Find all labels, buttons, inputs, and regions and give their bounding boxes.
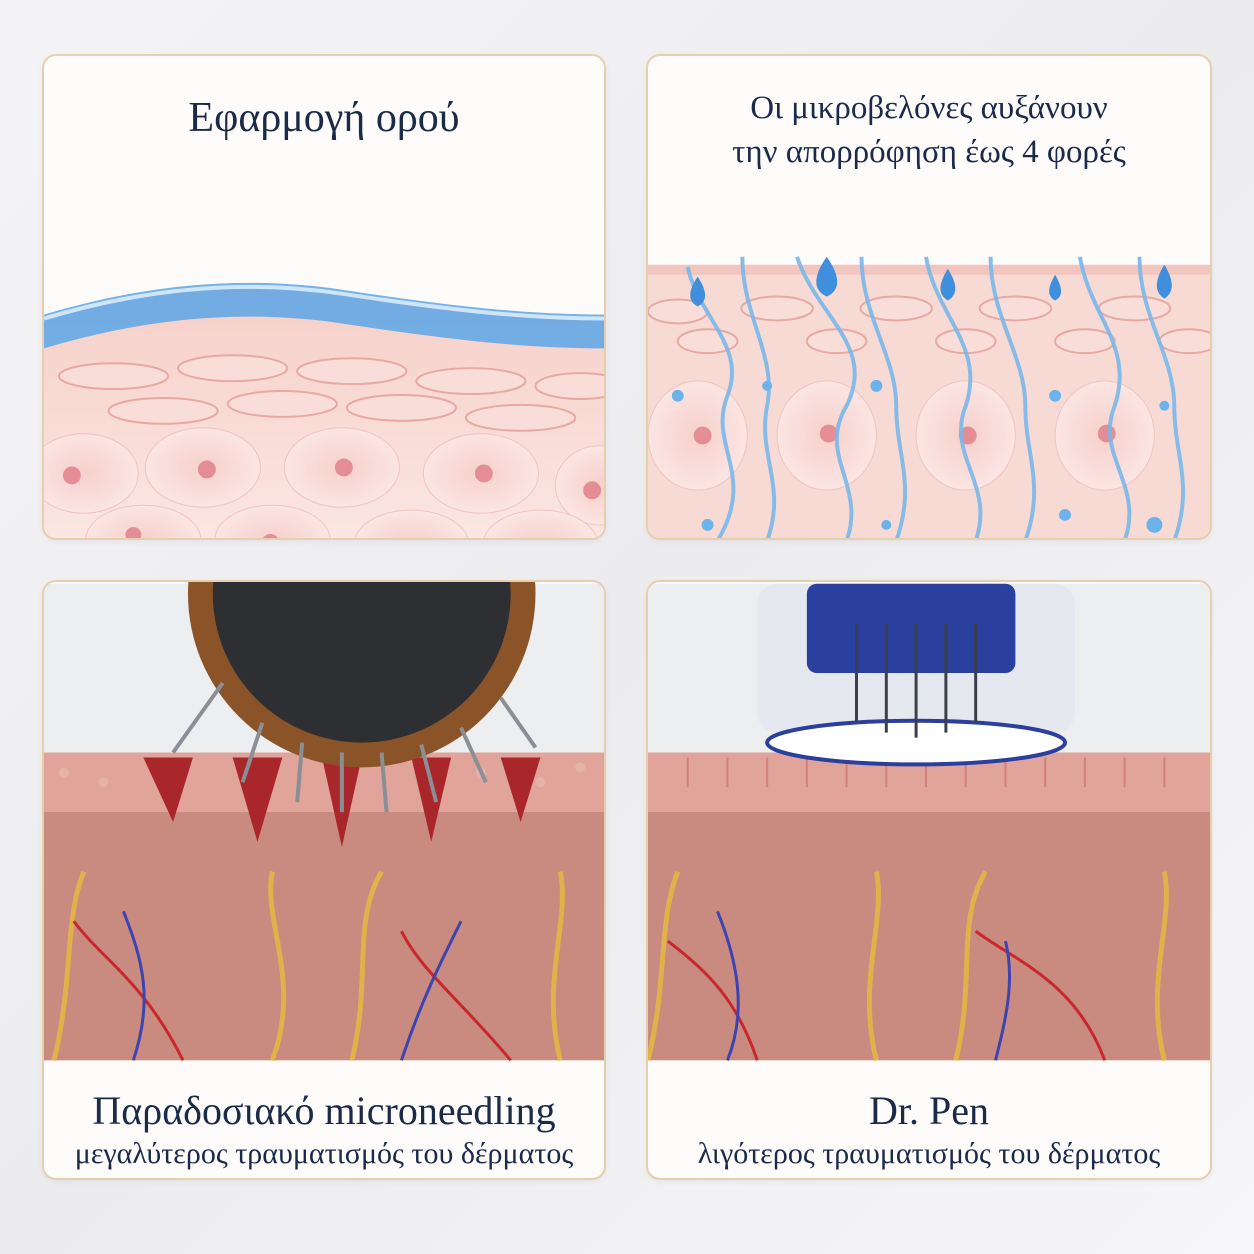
absorption-title-line2: την απορρόφηση έως 4 φορές [732, 134, 1126, 170]
droplet [816, 256, 838, 297]
drpen-subcaption: λιγότερος τραυματισμός του δέρματος [697, 1137, 1161, 1170]
serum-title: Εφαρμογή ορού [188, 95, 460, 141]
droplet [940, 268, 956, 301]
droplet [1156, 264, 1172, 299]
panel-dr-pen: Dr. Pen λιγότερος τραυματισμός του δέρμα… [646, 580, 1212, 1180]
dr-pen-illustration [648, 583, 1210, 1061]
droplet [690, 276, 706, 307]
panel-traditional-microneedling: Παραδοσιακό microneedling μεγαλύτερος τρ… [42, 580, 606, 1180]
absorption-title: Οι μικροβελόνες αυξάνουν την απορρόφηση … [648, 86, 1210, 174]
traditional-subcaption: μεγαλύτερος τραυματισμός του δέρματος [74, 1137, 574, 1170]
absorption-illustration [648, 256, 1210, 538]
droplet [1049, 274, 1062, 301]
absorption-title-line1: Οι μικροβελόνες αυξάνουν [750, 90, 1108, 126]
derma-roller-illustration [44, 582, 604, 1062]
panel-serum-application: Εφαρμογή ορού [42, 54, 606, 540]
panel-microneedle-absorption: Οι μικροβελόνες αυξάνουν την απορρόφηση … [646, 54, 1212, 540]
traditional-caption: Παραδοσιακό microneedling [92, 1088, 556, 1133]
skin-cells-illustration [44, 282, 604, 538]
drpen-caption: Dr. Pen [869, 1088, 989, 1133]
serum-layer [44, 282, 604, 349]
